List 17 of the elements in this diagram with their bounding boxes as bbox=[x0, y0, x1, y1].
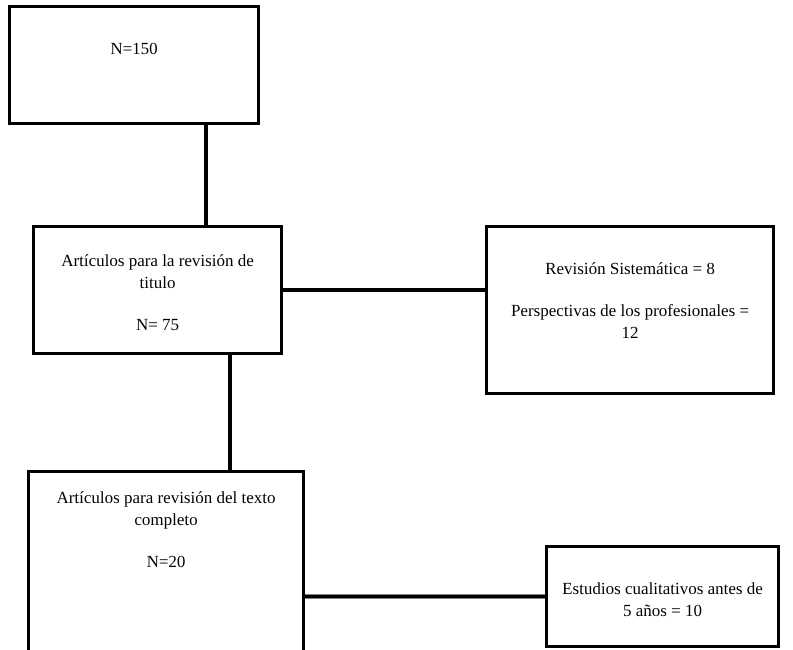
process-box bbox=[545, 545, 780, 648]
box-text: Artículos para revisión del texto completo bbox=[55, 487, 277, 532]
process-box bbox=[27, 470, 305, 650]
connector-line bbox=[228, 355, 232, 470]
box-text: N=150 bbox=[110, 38, 158, 60]
connector-line bbox=[305, 594, 545, 598]
box-text: Estudios cualitativos antes de 5 años = 10 bbox=[562, 578, 763, 622]
box-text-secondary: N=20 bbox=[146, 551, 186, 574]
connector-line bbox=[204, 125, 208, 225]
box-text-secondary: Perspectivas de los profesionales = 12 bbox=[510, 300, 750, 344]
process-box bbox=[32, 225, 283, 355]
process-box bbox=[485, 225, 775, 395]
box-text: Revisión Sistemática = 8 bbox=[545, 258, 715, 280]
connector-line bbox=[283, 288, 485, 292]
box-text-secondary: N= 75 bbox=[136, 314, 180, 336]
process-box bbox=[8, 5, 260, 125]
box-text: Artículos para la revisión de titulo bbox=[60, 250, 255, 294]
